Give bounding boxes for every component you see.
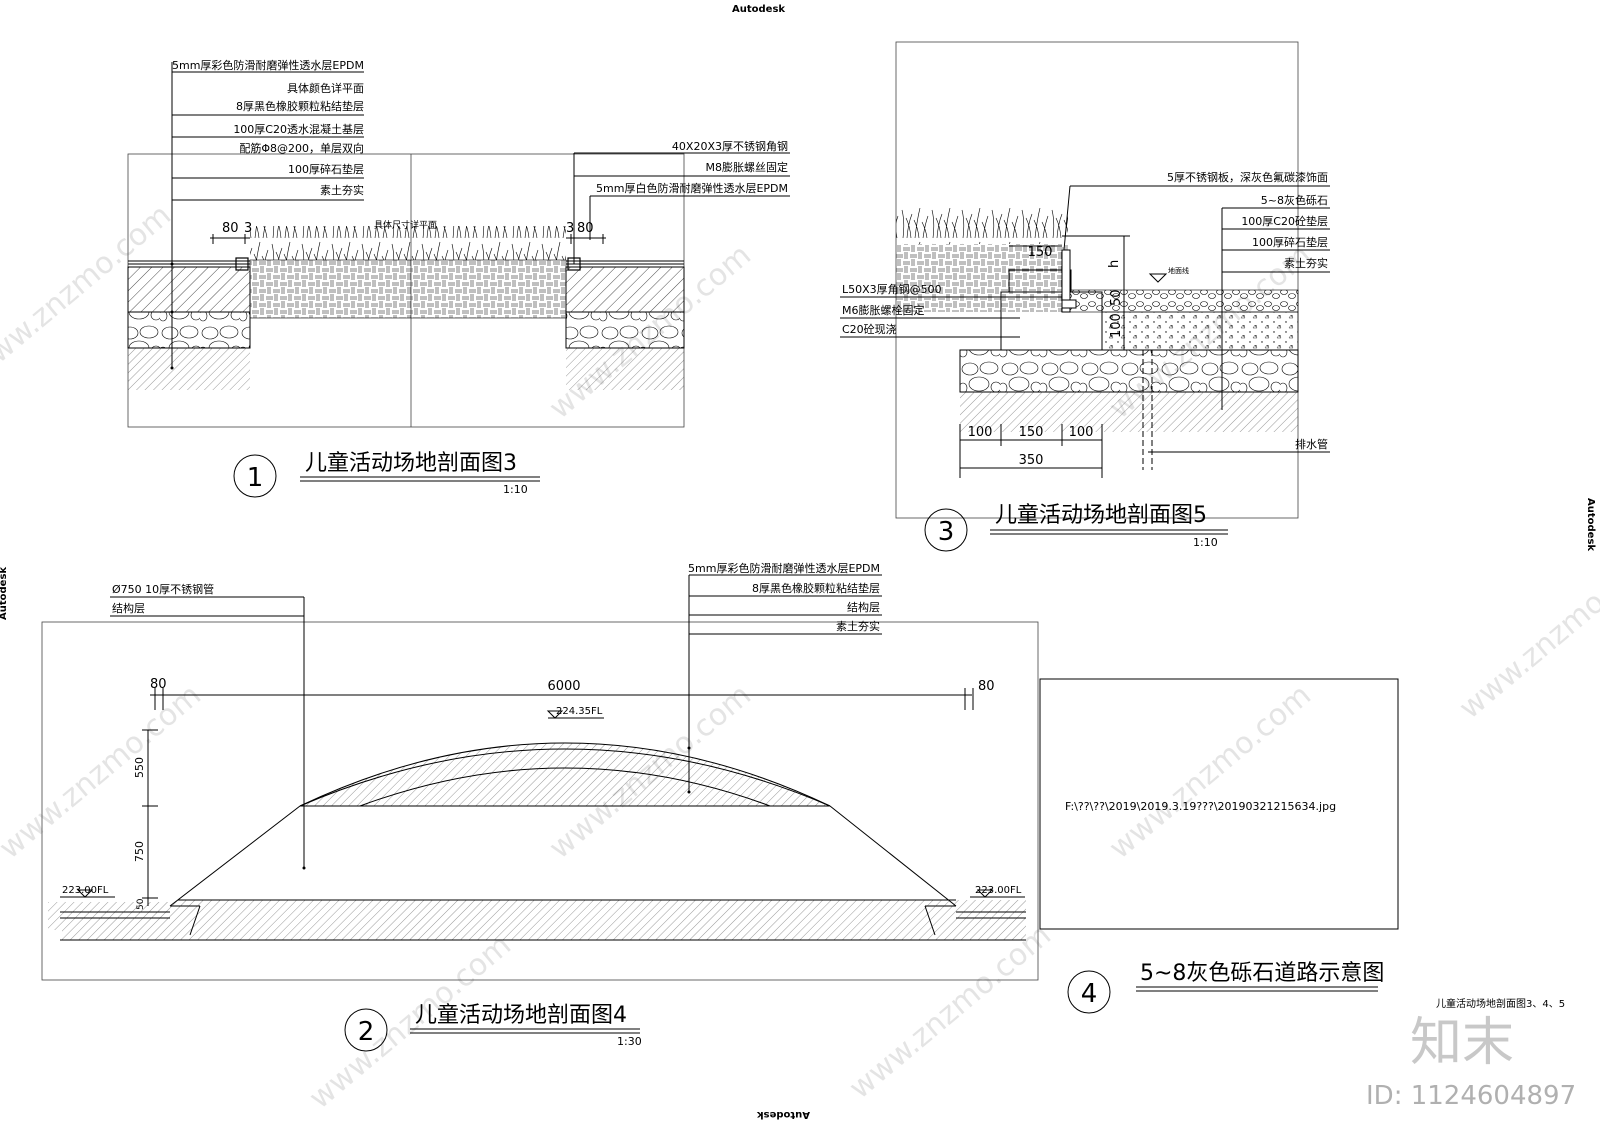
section-1-layers-left: 5mm厚彩色防滑耐磨弹性透水层EPDM 具体颜色详平面 8厚黑色橡胶颗粒粘结垫层… — [172, 58, 364, 201]
section-2-title: 2 儿童活动场地剖面图4 1:30 — [344, 1003, 642, 1052]
s4-image-path: F:\??\??\2019\2019.3.19???\2019032121563… — [1065, 800, 1336, 813]
s2-level-left: 223.00FL — [62, 885, 109, 896]
watermark-logo: 知末 — [1410, 1013, 1514, 1073]
border-label-bottom: Autodesk — [757, 1109, 810, 1120]
s1-dim-right-a: 3 — [566, 221, 574, 236]
s3-title: 儿童活动场地剖面图5 — [995, 503, 1207, 528]
sheet-label: 儿童活动场地剖面图3、4、5 — [1436, 997, 1565, 1010]
section-3-drawing: 150 h 50 100 地面线 100 150 100 350 排水管 — [895, 41, 1330, 519]
s2-layer-l1: 结构层 — [112, 601, 145, 615]
s1-dim-center: 具体尺寸详平面 — [374, 219, 437, 231]
s2-dim-v2: 750 — [133, 841, 146, 862]
border-label-left: Autodesk — [0, 567, 9, 620]
s3-dim-b2: 150 — [1019, 425, 1044, 440]
s1-scale: 1:10 — [503, 483, 528, 496]
s3-dim-total: 350 — [1019, 453, 1044, 468]
s2-layer-r2: 结构层 — [847, 600, 880, 614]
watermark-site: www.znzmo.com — [1453, 538, 1600, 727]
s3-dim-b1: 100 — [968, 425, 993, 440]
s4-title: 5~8灰色砾石道路示意图 — [1140, 961, 1384, 986]
s4-number: 4 — [1081, 979, 1098, 1009]
section-3-layers-left: L50X3厚角钢@500 M6膨胀螺栓固定 C20砼现浇 — [840, 283, 1062, 338]
s2-dim-right: 80 — [978, 679, 995, 694]
section-2-layers-right: 5mm厚彩色防滑耐磨弹性透水层EPDM 8厚黑色橡胶颗粒粘结垫层 结构层 素土夯… — [687, 561, 882, 794]
s1-number: 1 — [247, 463, 264, 493]
s1-layer-r0: 40X20X3厚不锈钢角钢 — [672, 140, 788, 153]
s2-dim-v1: 550 — [133, 757, 146, 778]
s3-dim-h: h — [1107, 260, 1122, 268]
s1-layer-0: 5mm厚彩色防滑耐磨弹性透水层EPDM — [172, 58, 364, 72]
s2-dim-v3: 50 — [136, 898, 146, 910]
s3-dim-100v: 100 — [1109, 313, 1124, 338]
s3-layer-r4: 素土夯实 — [1284, 256, 1328, 270]
watermark-site: www.znzmo.com — [0, 678, 208, 867]
s1-layer-1: 具体颜色详平面 — [287, 81, 364, 95]
section-2-drawing: 223.00FL 223.00FL 224.35FL 80 6000 80 55… — [41, 621, 1039, 981]
section-2-layers-left: Ø750 10厚不锈钢管 结构层 — [110, 582, 306, 870]
s3-dim-150top: 150 — [1028, 245, 1053, 260]
s1-layer-4: 配筋Φ8@200，单层双向 — [239, 141, 364, 155]
s3-dim-b3: 100 — [1069, 425, 1094, 440]
s3-number: 3 — [938, 517, 955, 547]
s1-dim-left-b: 3 — [244, 221, 252, 236]
section-4-title: 4 5~8灰色砾石道路示意图 — [1067, 961, 1384, 1014]
section-1-layers-right: 40X20X3厚不锈钢角钢 M8膨胀螺丝固定 5mm厚白色防滑耐磨弹性透水层EP… — [574, 140, 790, 240]
s2-title: 儿童活动场地剖面图4 — [415, 1003, 627, 1028]
s3-level: 地面线 — [1168, 266, 1189, 275]
s1-layer-5: 100厚碎石垫层 — [288, 162, 364, 176]
s1-layer-r2: 5mm厚白色防滑耐磨弹性透水层EPDM — [596, 181, 788, 195]
s3-layer-l2: C20砼现浇 — [842, 323, 897, 336]
section-3-layers-right: 5厚不锈钢板，深灰色氟碳漆饰面 5~8灰色砾石 100厚C20砼垫层 100厚碎… — [1063, 170, 1330, 410]
s1-layer-6: 素土夯实 — [320, 183, 364, 197]
s2-scale: 1:30 — [617, 1035, 642, 1048]
s2-number: 2 — [358, 1017, 375, 1047]
s1-layer-2: 8厚黑色橡胶颗粒粘结垫层 — [236, 99, 364, 113]
s1-layer-3: 100厚C20透水混凝土基层 — [233, 122, 364, 136]
section-1-title: 1 儿童活动场地剖面图3 1:10 — [233, 451, 540, 498]
watermark-id: ID: 1124604897 — [1366, 1081, 1576, 1111]
s2-layer-l0: Ø750 10厚不锈钢管 — [112, 582, 214, 596]
border-label-top: Autodesk — [732, 4, 785, 15]
s3-scale: 1:10 — [1193, 536, 1218, 549]
s2-level-top: 224.35FL — [556, 706, 603, 717]
section-3-title: 3 儿童活动场地剖面图5 1:10 — [924, 503, 1228, 552]
s3-layer-r2: 100厚C20砼垫层 — [1241, 214, 1328, 228]
s2-dim-left: 80 — [150, 677, 167, 692]
s2-dim-center: 6000 — [547, 679, 580, 694]
s3-drain: 排水管 — [1295, 437, 1328, 451]
s2-layer-r3: 素土夯实 — [836, 619, 880, 633]
s1-dim-right-b: 80 — [577, 221, 594, 236]
s2-level-right: 223.00FL — [975, 885, 1022, 896]
section-1-drawing: 80 3 3 80 具体尺寸详平面 — [127, 62, 685, 428]
s3-layer-r0: 5厚不锈钢板，深灰色氟碳漆饰面 — [1167, 170, 1328, 184]
s2-layer-r1: 8厚黑色橡胶颗粒粘结垫层 — [752, 581, 880, 595]
s3-layer-l1: M6膨胀螺栓固定 — [842, 303, 925, 317]
s3-layer-l0: L50X3厚角钢@500 — [842, 283, 942, 296]
s3-layer-r1: 5~8灰色砾石 — [1261, 193, 1328, 207]
s1-dim-left-a: 80 — [222, 221, 239, 236]
watermark-site: www.znzmo.com — [843, 918, 1058, 1107]
s1-layer-r1: M8膨胀螺丝固定 — [706, 160, 789, 174]
s3-layer-r3: 100厚碎石垫层 — [1252, 235, 1328, 249]
border-label-right: Autodesk — [1585, 498, 1596, 551]
watermark-site: www.znzmo.com — [1103, 678, 1318, 867]
s1-title: 儿童活动场地剖面图3 — [305, 451, 517, 476]
s2-layer-r0: 5mm厚彩色防滑耐磨弹性透水层EPDM — [688, 561, 880, 575]
section-4-image-placeholder: F:\??\??\2019\2019.3.19???\2019032121563… — [1039, 678, 1399, 930]
s3-dim-50: 50 — [1109, 289, 1124, 306]
